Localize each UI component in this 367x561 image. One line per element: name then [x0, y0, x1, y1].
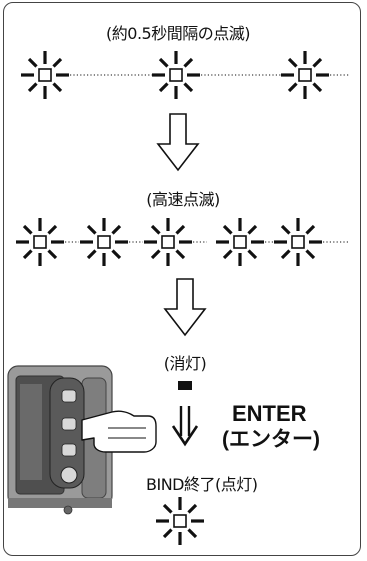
led-blink-icon: [150, 49, 202, 101]
led-off-icon: [178, 381, 192, 390]
transmitter-device: [7, 365, 113, 515]
label-blink-fast: (高速点滅): [146, 190, 220, 209]
led-lit-icon: [154, 495, 206, 547]
slow-blink-row: [19, 49, 350, 101]
led-blink-icon: [279, 49, 331, 101]
led-blink-icon: [272, 216, 324, 268]
label-blink-slow: (約0.5秒間隔の点滅): [106, 24, 250, 43]
device-up-button: [61, 389, 77, 403]
device-round-button: [60, 466, 78, 484]
led-blink-icon: [14, 216, 66, 268]
led-blink-icon: [19, 49, 71, 101]
label-off: (消灯): [163, 354, 207, 373]
fast-blink-row: [14, 216, 348, 268]
diagram-frame: [3, 2, 361, 556]
enter-label-line2: (エンター): [222, 428, 320, 451]
double-down-arrow-icon: [171, 406, 199, 447]
device-enter-button: [61, 417, 77, 431]
down-arrow-icon: [164, 278, 206, 336]
led-blink-icon: [78, 216, 130, 268]
device-down-button: [61, 443, 77, 457]
enter-label-line1: ENTER: [232, 401, 307, 426]
down-arrow-icon: [157, 113, 199, 171]
led-blink-icon: [214, 216, 266, 268]
enter-label: ENTER (エンター): [222, 401, 320, 452]
pointing-hand-icon: [81, 410, 157, 453]
label-bind-done: BIND終了(点灯): [146, 475, 258, 494]
led-blink-icon: [142, 216, 194, 268]
